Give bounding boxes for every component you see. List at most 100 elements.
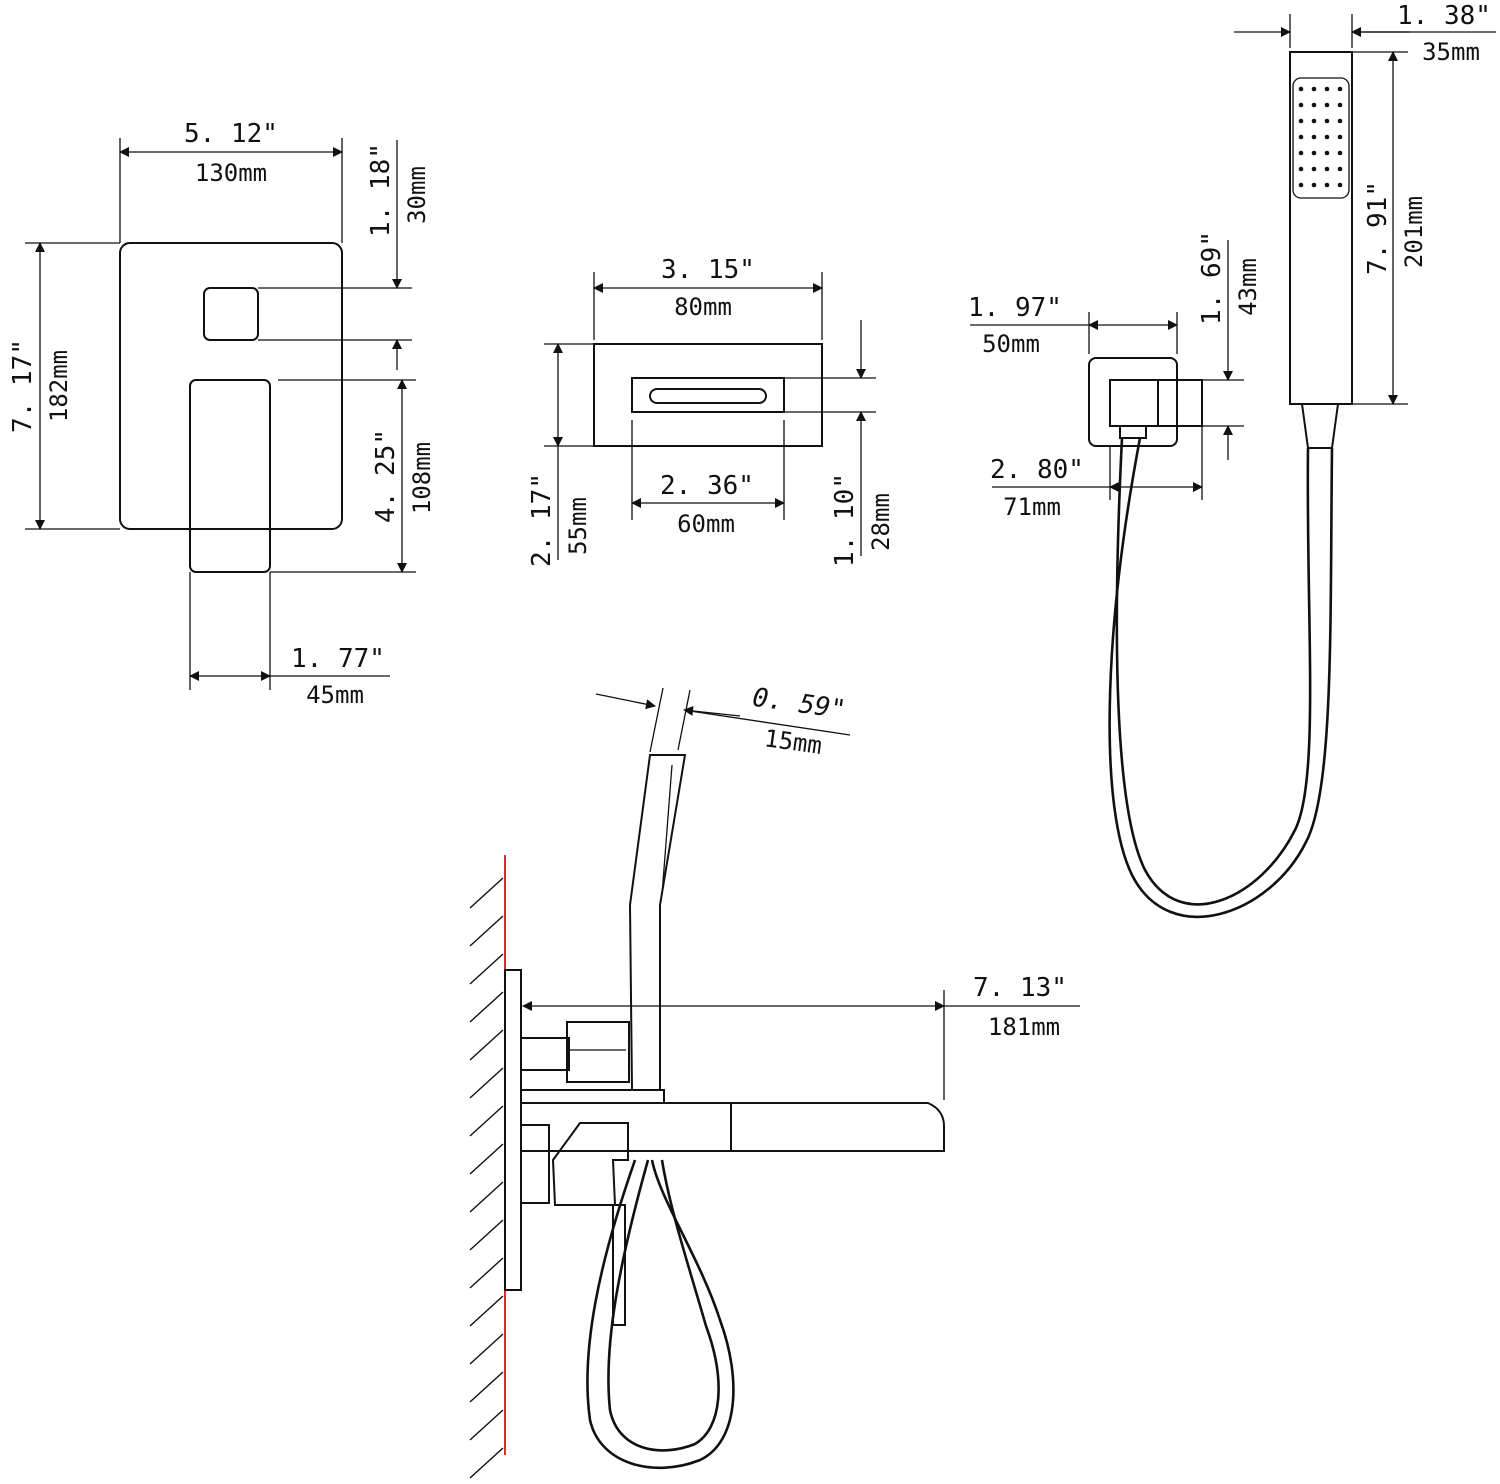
- nozzle-dot: [1324, 150, 1330, 156]
- nozzle-dot: [1324, 102, 1330, 108]
- hatch-stroke: [469, 877, 504, 909]
- spout-height-mm: 55mm: [564, 497, 592, 555]
- shower-length-mm: 201mm: [1400, 196, 1428, 268]
- hatch-stroke: [469, 1409, 504, 1441]
- mixer-stem: [520, 1124, 550, 1204]
- handle-width-in: 1. 77": [291, 644, 385, 674]
- shower-width-in: 1. 38": [1397, 1, 1491, 31]
- spray-face: [1292, 77, 1350, 199]
- hatch-stroke: [469, 1333, 504, 1365]
- hatch-stroke: [469, 1447, 504, 1479]
- nozzle-dot: [1337, 102, 1343, 108]
- slot-height-in: 1. 10": [830, 473, 860, 567]
- spout-width-in: 3. 15": [661, 255, 755, 285]
- nozzle-dot: [1298, 182, 1304, 188]
- nozzle-dot: [1337, 182, 1343, 188]
- holder-height-in: 1. 69": [1197, 231, 1227, 325]
- nozzle-dot: [1324, 182, 1330, 188]
- nozzle-dot: [1311, 102, 1317, 108]
- nozzle-dot: [1324, 166, 1330, 172]
- hatch-stroke: [469, 1181, 504, 1213]
- plate-top-offset-mm: 30mm: [403, 166, 431, 224]
- holder-hose-connector: [1119, 425, 1147, 439]
- hatch-stroke: [469, 1105, 504, 1137]
- hatch-stroke: [469, 1029, 504, 1061]
- projection-mm: 181mm: [988, 1013, 1060, 1041]
- nozzle-dot: [1298, 102, 1304, 108]
- holder-view: 1. 97" 50mm 1. 69" 43mm 2. 80" 71mm: [968, 231, 1262, 521]
- hatch-stroke: [469, 1371, 504, 1403]
- spout-slot-inner: [649, 388, 767, 404]
- holder-width-mm: 50mm: [982, 330, 1040, 358]
- diverter-knob: [203, 287, 259, 341]
- nozzle-dot: [1337, 166, 1343, 172]
- side-hose-inner: [607, 1159, 720, 1452]
- nozzle-dot: [1337, 118, 1343, 124]
- hatch-stroke: [469, 1295, 504, 1327]
- side-view: 7. 13" 181mm 0. 59" 15mm: [469, 683, 1080, 1479]
- holder-wall-plate: [1088, 357, 1178, 447]
- side-wall-plate: [504, 969, 522, 1291]
- hose-cone: [1301, 403, 1339, 449]
- spray-nozzles: [1298, 86, 1343, 188]
- hatch-stroke: [469, 991, 504, 1023]
- plate-top-offset-in: 1. 18": [366, 143, 396, 237]
- holder-width-in: 1. 97": [968, 293, 1062, 323]
- nozzle-dot: [1337, 150, 1343, 156]
- hose-outer: [1115, 437, 1312, 906]
- nozzle-dot: [1337, 134, 1343, 140]
- holder-depth-mm: 71mm: [1003, 493, 1061, 521]
- handle-thickness-in: 0. 59": [751, 683, 848, 726]
- trim-plate-outline: [119, 242, 343, 530]
- plate-height-in: 7. 17": [8, 339, 38, 433]
- spout-body-outline: [593, 343, 823, 447]
- hose-inner: [1108, 437, 1334, 919]
- nozzle-dot: [1324, 134, 1330, 140]
- nozzle-dot: [1311, 166, 1317, 172]
- hand-shower-body: [1289, 51, 1353, 405]
- spout-height-in: 2. 17": [527, 473, 557, 567]
- wall-hatching: [469, 877, 504, 1479]
- handle-height-in: 4. 25": [371, 429, 401, 523]
- nozzle-dot: [1298, 166, 1304, 172]
- spout-slot-outer: [631, 377, 785, 413]
- holder-height-mm: 43mm: [1234, 258, 1262, 316]
- spout-front-view: 3. 15" 80mm 2. 17" 55mm 2. 36" 60mm 1. 1…: [527, 255, 895, 567]
- hatch-stroke: [469, 953, 504, 985]
- nozzle-dot: [1298, 118, 1304, 124]
- hand-shower-view: 1. 38" 35mm 7. 91" 201mm: [1108, 1, 1496, 919]
- valve-plate-view: 5. 12" 130mm 7. 17" 182mm 1. 18" 30mm 4.…: [8, 119, 436, 709]
- nozzle-dot: [1298, 86, 1304, 92]
- diverter-knob-side: [566, 1021, 630, 1083]
- nozzle-dot: [1298, 150, 1304, 156]
- hatch-stroke: [469, 1257, 504, 1289]
- spout-tip: [731, 1102, 945, 1152]
- nozzle-dot: [1324, 118, 1330, 124]
- nozzle-dot: [1324, 86, 1330, 92]
- nozzle-dot: [1337, 86, 1343, 92]
- spout-width-mm: 80mm: [674, 293, 732, 321]
- hatch-stroke: [469, 1219, 504, 1251]
- holder-elbow: [1109, 379, 1159, 427]
- handle-thickness-dim-line: [595, 693, 656, 710]
- shower-length-in: 7. 91": [1363, 181, 1393, 275]
- hatch-stroke: [469, 1067, 504, 1099]
- projection-in: 7. 13": [973, 973, 1067, 1003]
- diverter-stem: [520, 1037, 570, 1071]
- side-hose-outer: [586, 1159, 735, 1470]
- handle-width-mm: 45mm: [306, 681, 364, 709]
- hatch-stroke: [469, 1143, 504, 1175]
- nozzle-dot: [1311, 118, 1317, 124]
- nozzle-dot: [1311, 150, 1317, 156]
- plate-height-mm: 182mm: [45, 350, 73, 422]
- nozzle-dot: [1298, 134, 1304, 140]
- nozzle-dot: [1311, 86, 1317, 92]
- slot-width-mm: 60mm: [677, 510, 735, 538]
- handle-height-mm: 108mm: [408, 442, 436, 514]
- spout-side-body: [520, 1102, 732, 1152]
- mixer-handle: [189, 379, 271, 573]
- nozzle-dot: [1311, 134, 1317, 140]
- mixer-handle-side: [551, 1122, 629, 1206]
- nozzle-dot: [1311, 182, 1317, 188]
